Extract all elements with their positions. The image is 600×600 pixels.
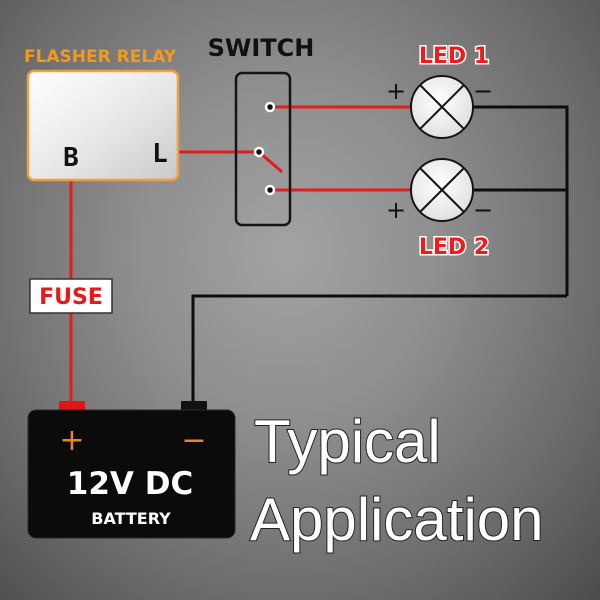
caption-line-2: Application [250, 486, 544, 553]
battery: + − 12V DC BATTERY [27, 401, 236, 539]
led1-cross-b [419, 84, 465, 130]
wire-negative-to-battery [191, 294, 567, 405]
led1-minus: − [473, 77, 493, 105]
battery-body [27, 409, 236, 539]
relay-terminal-b: B [63, 143, 79, 173]
led-2: + − LED 2 [386, 158, 493, 262]
switch: SWITCH [208, 34, 315, 227]
caption-line-1: Typical [254, 408, 441, 475]
led2-plus: + [386, 196, 406, 224]
battery-label: BATTERY [91, 509, 171, 528]
battery-voltage: 12V DC [67, 466, 193, 502]
battery-minus: − [181, 423, 206, 458]
relay-terminal-l: L [152, 139, 168, 169]
relay-body [26, 69, 180, 182]
switch-title: SWITCH [208, 34, 315, 62]
fuse-body [29, 278, 113, 314]
wire-led1-negative [474, 105, 569, 296]
flasher-relay: FLASHER RELAY B L [24, 47, 180, 182]
led2-minus: − [473, 196, 493, 224]
led1-label: LED 1 [419, 44, 489, 69]
switch-contact-2 [264, 184, 276, 196]
relay-title: FLASHER RELAY [24, 47, 177, 67]
switch-contact-1 [264, 101, 276, 113]
caption: Typical Application [249, 407, 545, 554]
fuse-label: FUSE [39, 285, 103, 310]
battery-plus: + [59, 423, 84, 458]
led2-label: LED 2 [419, 235, 489, 260]
switch-body [234, 71, 292, 227]
fuse: FUSE [29, 278, 113, 314]
switch-common-contact [253, 146, 265, 158]
led-1: LED 1 + − [386, 43, 493, 139]
led1-plus: + [386, 77, 406, 105]
led2-cross-b [419, 167, 465, 213]
